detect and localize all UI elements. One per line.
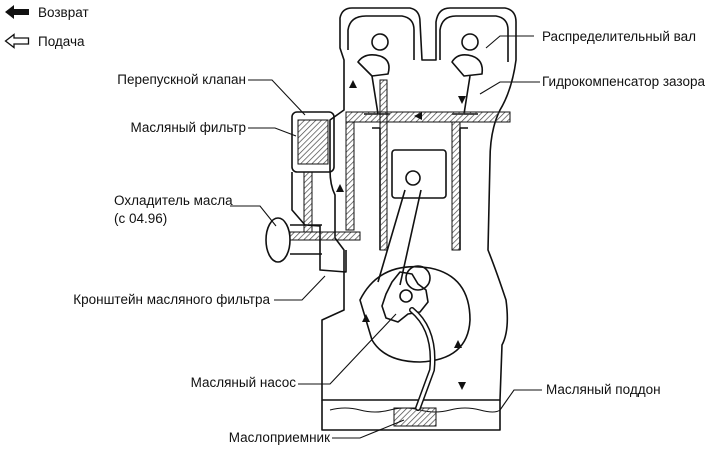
oil-pickup-screen [393,407,437,427]
arrow-left-outline-icon [4,33,30,49]
label-lash-adjuster: Гидрокомпенсатор зазора [542,74,705,89]
camshaft-left [371,33,389,51]
crank-journal [405,265,431,291]
label-camshaft: Распределительный вал [542,29,697,44]
oil-cooler [265,217,291,263]
gallery-filter-line [303,171,313,233]
label-filter-bracket: Кронштейн масляного фильтра [73,292,270,307]
gallery-left-riser [345,121,355,231]
cylinder-head-right [439,15,509,62]
connecting-rod [377,189,422,286]
gallery-center-riser [379,79,388,251]
legend-return: Возврат [4,3,89,21]
piston-pin [405,170,421,186]
label-oil-cooler-note: (с 04.96) [114,211,168,226]
legend-feed-label: Подача [38,33,85,49]
engine-block-outline [321,7,517,401]
oil-filter-element [297,119,329,165]
camshaft-right [461,33,479,51]
legend-feed: Подача [4,32,85,50]
oil-pump-gear [381,271,429,323]
cylinder-head-left [347,15,415,60]
arrow-left-filled-icon [5,5,29,19]
crankcase [359,265,471,363]
label-oil-pickup: Маслоприемник [228,430,330,445]
oil-filter-housing [291,111,335,173]
label-oil-cooler: Охладитель масла [114,193,233,208]
oil-pan-outline [321,400,501,431]
label-bypass-valve: Перепускной клапан [117,72,246,87]
gallery-horizontal-top [345,111,511,123]
legend-return-label: Возврат [38,4,89,20]
gallery-cooler-line [289,231,361,241]
filter-bracket [291,172,347,273]
label-oil-filter: Масляный фильтр [130,120,247,135]
label-oil-pan: Масляный поддон [546,382,661,397]
label-oil-pump: Масляный насос [190,375,296,390]
gallery-right-riser [451,121,461,251]
